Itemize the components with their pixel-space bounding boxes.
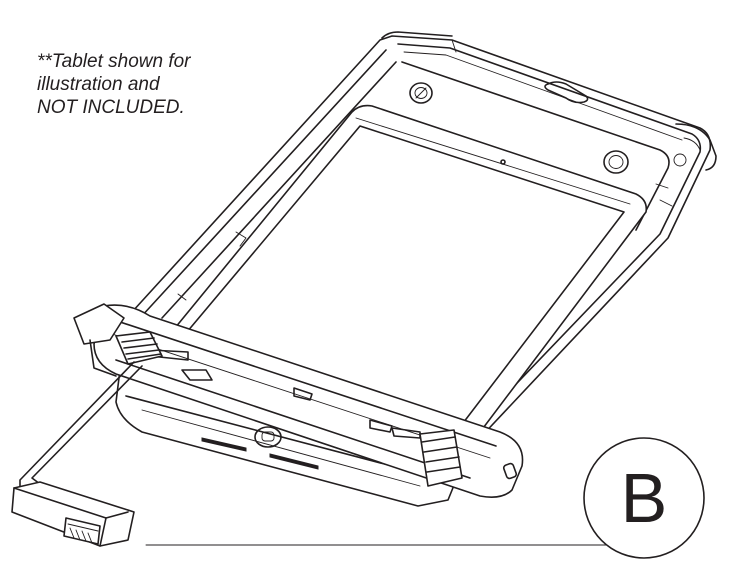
note-line-2: illustration and — [37, 74, 160, 95]
note-line-1: **Tablet shown for — [37, 51, 191, 72]
clamp-bar — [73, 303, 524, 498]
connector — [11, 481, 135, 547]
corner-button — [673, 153, 687, 167]
callout-label: B — [620, 459, 668, 537]
top-slot — [544, 81, 589, 104]
callout-circle — [583, 437, 705, 559]
camera-hole — [409, 82, 433, 104]
right-strap — [419, 429, 463, 487]
note-line-3: NOT INCLUDED. — [37, 97, 185, 118]
disclaimer-note: **Tablet shown for illustration and NOT … — [37, 50, 247, 119]
shell-button — [603, 150, 629, 174]
left-strap — [115, 331, 163, 365]
